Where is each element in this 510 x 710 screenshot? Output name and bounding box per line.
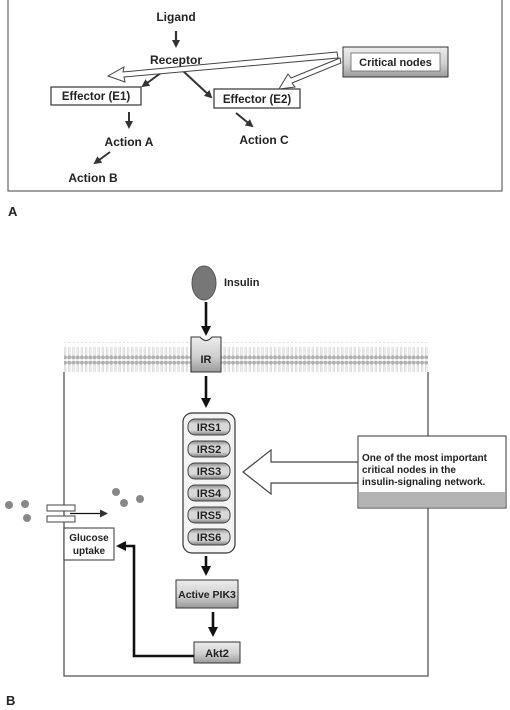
- e2-to-action-c-arrow: [235, 112, 254, 128]
- irs-3-label: IRS3: [197, 466, 221, 478]
- effector-e1-label: Effector (E1): [62, 91, 131, 103]
- critical-nodes-label: Critical nodes: [359, 57, 432, 69]
- ir-label: IR: [201, 354, 212, 366]
- glucose-dot-outside-3: [23, 514, 31, 522]
- effector-e1-box: [50, 86, 142, 106]
- receptor-label: Receptor: [150, 53, 202, 67]
- glucose-dot-inside-1: [112, 488, 120, 496]
- cell-membrane: [64, 342, 428, 372]
- irs-6-label: IRS6: [197, 532, 221, 544]
- critical-node-pointer-e2: [278, 57, 342, 90]
- irs-3: IRS3: [187, 462, 231, 480]
- irs-1-label: IRS1: [197, 422, 221, 434]
- akt2-box: [193, 641, 241, 664]
- insulin-label: Insulin: [224, 277, 260, 289]
- irs-2-label: IRS2: [197, 444, 221, 456]
- panel-a: Ligand Receptor Effector (E1) Effector (…: [7, 0, 503, 192]
- note-line-1: One of the most important: [362, 453, 488, 464]
- action-b-label: Action B: [68, 171, 118, 185]
- panel-a-letter: A: [8, 204, 18, 219]
- irs-5: IRS5: [187, 506, 231, 524]
- glucose-dot-inside-3: [136, 495, 144, 503]
- irs-4-label: IRS4: [197, 488, 222, 500]
- critical-node-pointer-e1: [106, 51, 339, 83]
- panel-b-letter: B: [6, 693, 15, 708]
- irs-5-label: IRS5: [197, 510, 221, 522]
- critical-node-note-shade: [359, 492, 505, 507]
- irs-2: IRS2: [187, 440, 231, 458]
- akt2-to-glucose-uptake-arrow: [116, 541, 194, 658]
- ligand-label: Ligand: [156, 10, 195, 24]
- note-line-2: critical nodes in the: [362, 465, 456, 476]
- panel-a-frame: [7, 0, 503, 192]
- glucose-uptake-line2: uptake: [73, 546, 106, 557]
- irs-4: IRS4: [187, 484, 231, 502]
- action-c-label: Action C: [239, 133, 289, 147]
- glucose-dot-inside-2: [120, 499, 128, 507]
- irs-1: IRS1: [187, 418, 231, 436]
- effector-e2-label: Effector (E2): [223, 94, 292, 106]
- action-a-to-b-arrow: [93, 151, 111, 165]
- insulin-molecule: [191, 265, 217, 301]
- glucose-uptake-line1: Glucose: [69, 533, 109, 544]
- transporter-lower: [46, 515, 76, 523]
- irs-6: IRS6: [187, 528, 231, 546]
- critical-node-pointer: [242, 448, 359, 496]
- akt2-label: Akt2: [205, 648, 229, 660]
- critical-nodes-inner: [350, 52, 441, 72]
- panel-b: Insulin IR IRS1 IRS2 IRS3 IRS4 IRS5: [5, 265, 507, 677]
- note-line-3: insulin-signaling network.: [362, 477, 486, 488]
- transporter-upper: [46, 504, 76, 512]
- active-pik3-box: [175, 579, 239, 609]
- receptor-to-e2-arrow: [181, 69, 213, 99]
- glucose-dot-outside-2: [21, 500, 29, 508]
- insulin-receptor: [190, 336, 222, 373]
- effector-e2-box: [213, 88, 301, 109]
- action-a-label: Action A: [105, 135, 154, 149]
- active-pik3-label: Active PIK3: [178, 589, 236, 601]
- glucose-dot-outside-1: [5, 501, 13, 509]
- glucose-uptake-box: [63, 527, 115, 561]
- cell-outline: [63, 372, 429, 677]
